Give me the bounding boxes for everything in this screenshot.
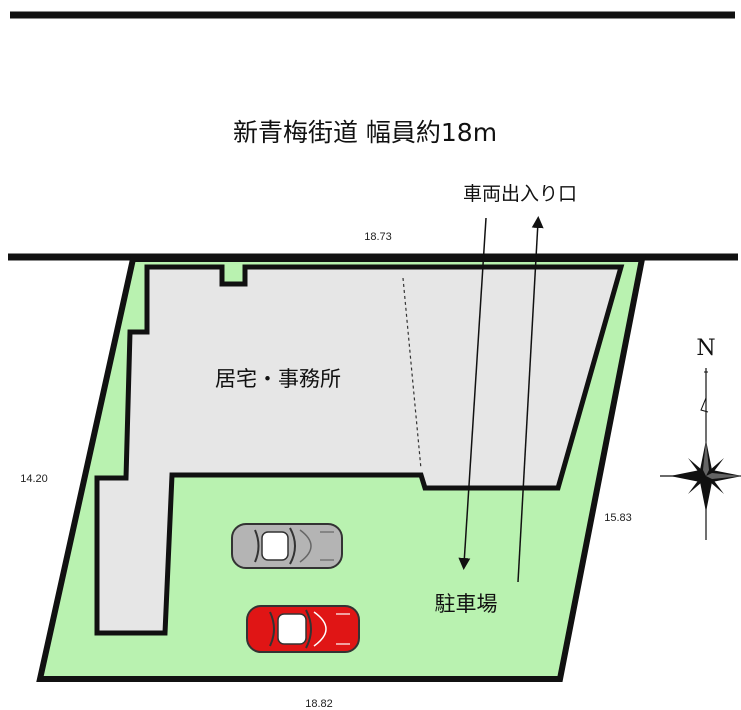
car-grey-icon xyxy=(231,523,343,569)
building-dotted-line xyxy=(402,277,422,470)
dimension-right: 15.83 xyxy=(604,512,632,524)
exit-arrow xyxy=(517,216,544,583)
compass-rose-icon xyxy=(660,368,741,540)
parking-label: 駐車場 xyxy=(435,592,498,616)
building-label: 居宅・事務所 xyxy=(215,367,341,391)
dimension-bottom: 18.82 xyxy=(305,698,333,710)
dimension-left: 14.20 xyxy=(20,473,48,485)
entrance-label: 車両出入り口 xyxy=(463,183,577,205)
north-label: N xyxy=(696,336,715,361)
building-footprint xyxy=(94,264,625,636)
entry-arrow xyxy=(458,217,487,570)
dimension-top: 18.73 xyxy=(364,231,392,243)
car-red-icon xyxy=(246,605,360,653)
road-title: 新青梅街道 幅員約18m xyxy=(233,118,497,147)
